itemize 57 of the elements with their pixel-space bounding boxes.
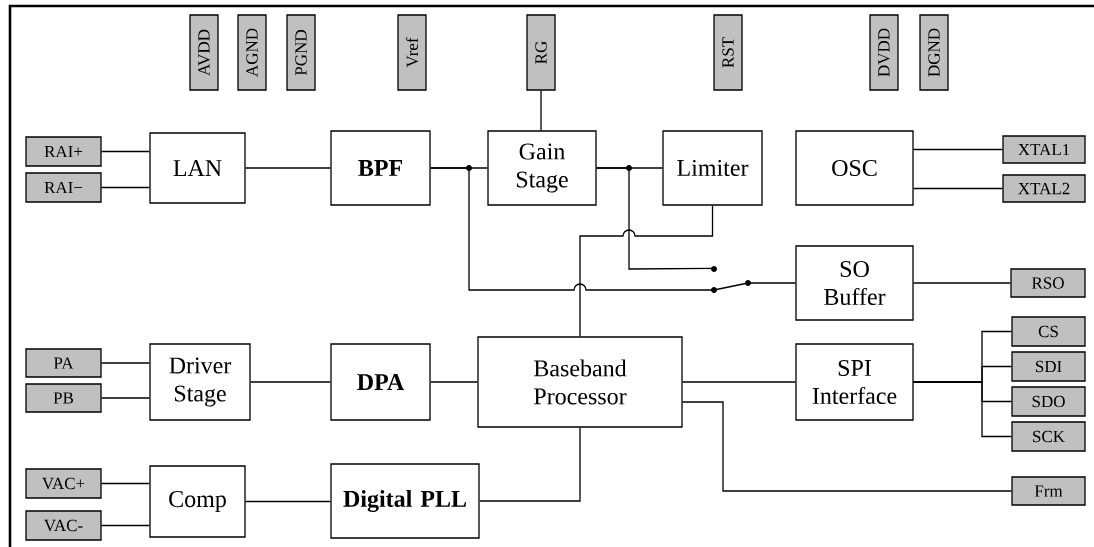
block-box: DPA [330, 343, 431, 421]
block-box: SO Buffer [795, 245, 914, 321]
pin-box: AVDD [189, 14, 219, 91]
connection-line [913, 187, 1003, 190]
connection-line [101, 150, 150, 153]
connection-line [250, 381, 331, 383]
pin-box: VAC+ [25, 468, 102, 499]
connection-line [913, 381, 1012, 438]
connection-line [748, 282, 796, 284]
block-box: Gain Stage [487, 130, 597, 206]
connection-line [101, 362, 150, 364]
pin-box: SDO [1011, 386, 1086, 417]
pin-box: AGND [237, 14, 267, 91]
connection-line [596, 167, 714, 270]
connection-line [245, 500, 331, 503]
pin-box: Frm [1011, 476, 1086, 506]
pin-box: RG [526, 14, 556, 91]
block-box: LAN [149, 132, 246, 204]
switch-symbol [711, 266, 751, 293]
block-box: Digital PLL [330, 463, 480, 539]
connection-line [101, 186, 150, 189]
connection-line [682, 401, 1012, 492]
block-box: Baseband Processor [477, 336, 683, 428]
pin-box: SDI [1011, 351, 1086, 382]
pin-box: RSO [1010, 268, 1086, 298]
connection-line [682, 381, 796, 383]
connection-line [913, 148, 1003, 151]
block-box: SPI Interface [795, 343, 914, 421]
connection-line [913, 282, 1011, 284]
pin-box: Vref [397, 14, 427, 91]
pin-box: PA [25, 348, 102, 378]
block-box: Comp [149, 465, 246, 538]
connection-line [430, 167, 714, 291]
pin-box: PB [25, 383, 102, 413]
pin-box: RST [713, 14, 743, 91]
pin-box: XTAL2 [1002, 174, 1086, 203]
block-box: Driver Stage [149, 343, 251, 421]
block-box: BPF [330, 130, 431, 206]
connection-line [430, 381, 478, 383]
pin-box: PGND [286, 14, 316, 91]
pin-box: SCK [1011, 421, 1086, 452]
pin-box: VAC- [25, 510, 102, 541]
connection-line [245, 167, 331, 169]
pin-box: RAI− [25, 172, 102, 203]
connection-line [540, 90, 542, 131]
block-box: OSC [795, 130, 914, 206]
block-box: Limiter [662, 130, 763, 206]
pin-box: DVDD [869, 14, 899, 91]
pin-box: DGND [919, 14, 949, 91]
pin-box: XTAL1 [1002, 135, 1086, 164]
connection-line [579, 205, 714, 337]
pin-box: RAI+ [25, 136, 102, 167]
connection-line [101, 482, 150, 485]
pin-box: CS [1011, 316, 1086, 347]
connection-line [101, 397, 150, 399]
connection-line [101, 524, 150, 527]
connection-line [479, 427, 581, 502]
